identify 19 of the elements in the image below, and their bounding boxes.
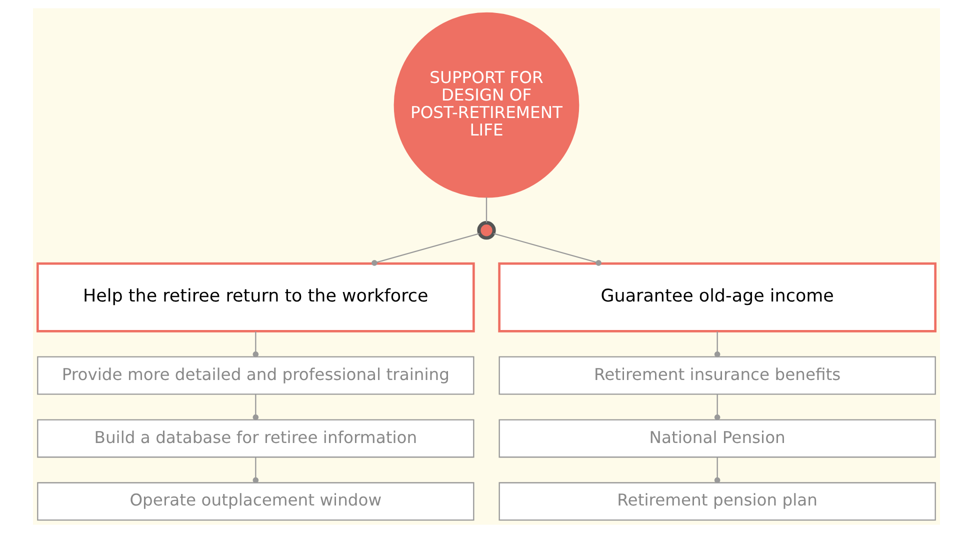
node-box: Operate outplacement window [37,482,474,521]
node-circle [477,221,496,240]
connector [252,394,259,420]
connector [494,232,602,266]
connector [372,232,480,266]
connector [252,332,259,358]
node-box: National Pension [498,419,936,458]
node-box: Build a database for retiree information [37,419,474,458]
connector [252,457,259,484]
node-box: Help the retiree return to the workforce [36,262,475,332]
node-box: Retirement pension plan [498,482,936,521]
connector [714,332,720,358]
node-circle: SUPPORT FOR DESIGN OF POST-RETIREMENT LIFE [394,12,580,198]
connector [714,394,720,420]
connector [714,457,720,484]
node-box: Retirement insurance benefits [498,356,936,395]
connector [486,197,488,223]
node-box: Provide more detailed and professional training [37,356,474,395]
node-box: Guarantee old-age income [498,262,936,332]
